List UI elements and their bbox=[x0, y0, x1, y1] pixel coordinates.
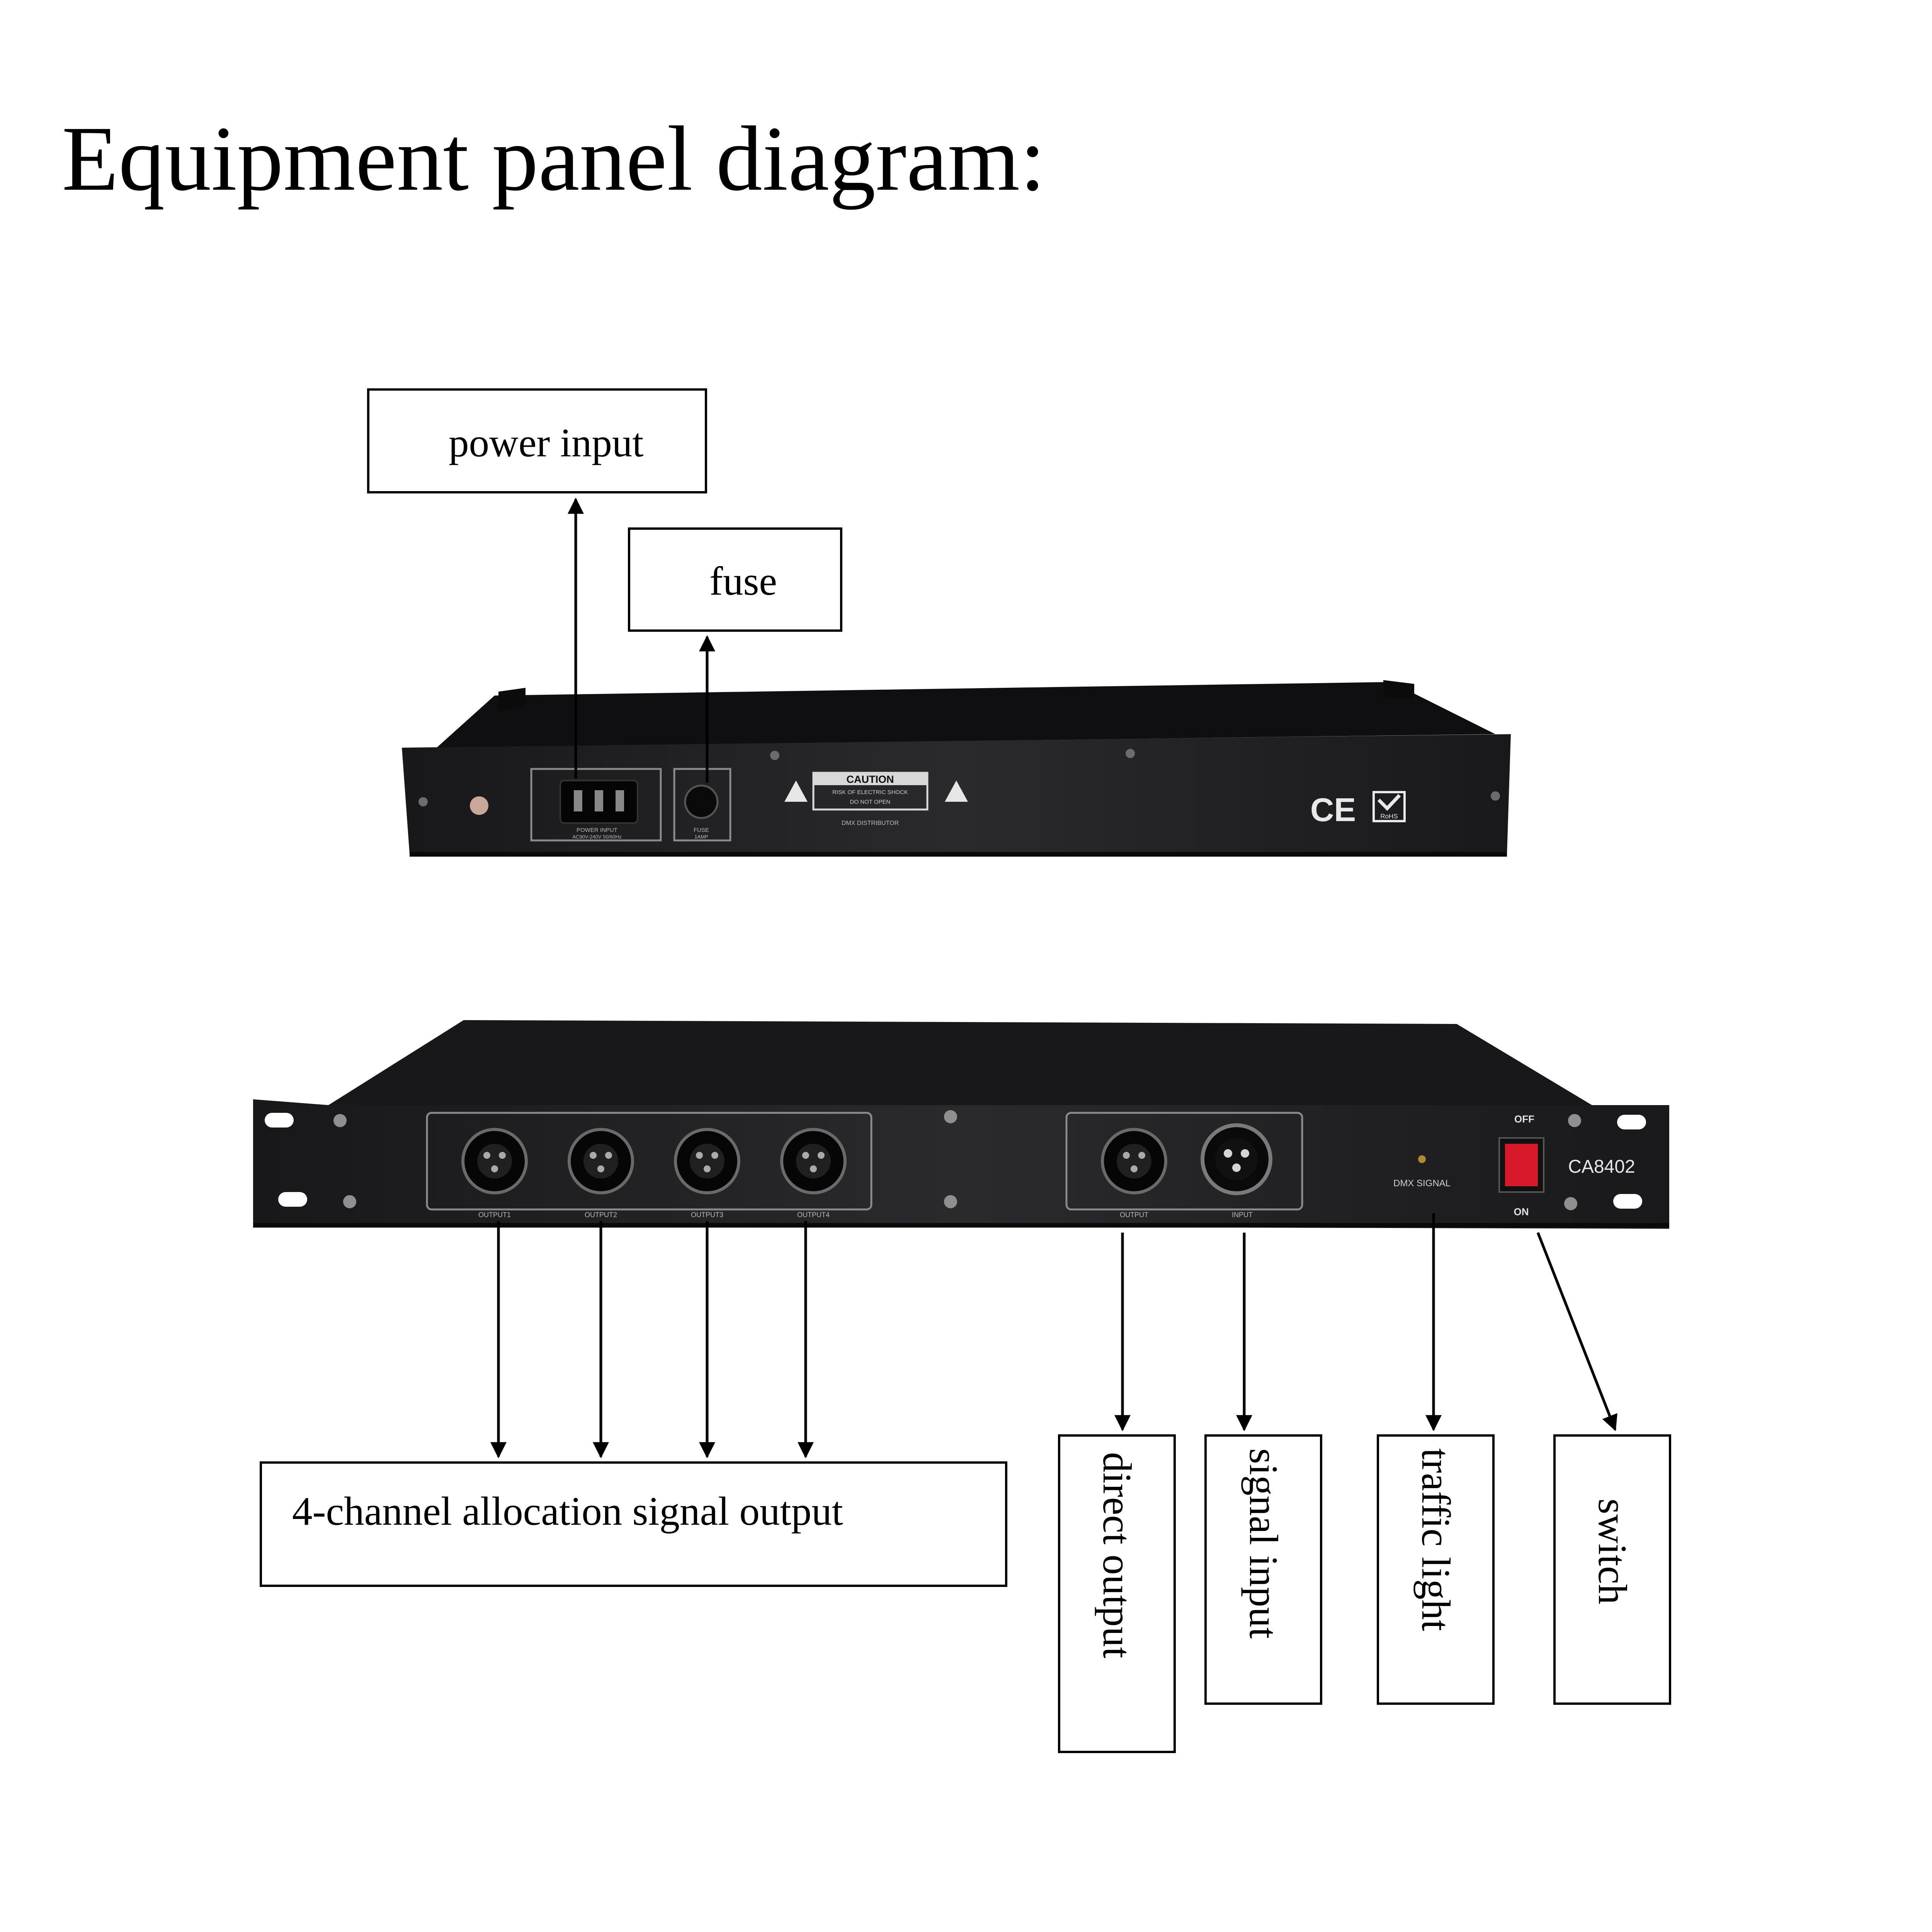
caution-label-header bbox=[813, 773, 927, 785]
xlr-output-4[interactable] bbox=[780, 1128, 847, 1194]
dmx-signal-label: DMX SIGNAL bbox=[1393, 1178, 1451, 1189]
switch-on-label: ON bbox=[1514, 1206, 1529, 1218]
switch-off-label: OFF bbox=[1514, 1113, 1534, 1125]
front-chassis-top bbox=[328, 1020, 1592, 1105]
rear-bottom-edge bbox=[410, 852, 1507, 857]
power-socket-frame bbox=[530, 768, 662, 842]
io-group-frame bbox=[1065, 1112, 1303, 1211]
switch-label-box: switch bbox=[1553, 1434, 1671, 1705]
caution-line-2: DO NOT OPEN bbox=[850, 799, 891, 805]
power-input-label-box: power input bbox=[367, 388, 707, 493]
warning-triangle-icon bbox=[784, 781, 808, 802]
rack-slot-left-bottom bbox=[278, 1192, 307, 1207]
front-screw bbox=[1564, 1197, 1577, 1210]
fuse-holder-icon[interactable] bbox=[684, 784, 719, 819]
rear-ear-left bbox=[498, 688, 526, 711]
rear-screw-1 bbox=[770, 751, 779, 760]
front-screw bbox=[333, 1114, 347, 1127]
xlr-output-1[interactable] bbox=[461, 1128, 528, 1194]
arrow-switch bbox=[1536, 1232, 1617, 1431]
rack-slot-left-top bbox=[265, 1113, 294, 1128]
socket-pin-mid bbox=[595, 790, 603, 811]
front-panel: OUTPUT1 OUTPUT2 OUTPUT3 OUTPUT4 OUTPUT I… bbox=[253, 1020, 1669, 1229]
rear-screw-2 bbox=[1126, 749, 1135, 758]
rack-slot-right-top bbox=[1617, 1115, 1646, 1129]
dmx-signal-led bbox=[1418, 1155, 1426, 1163]
socket-pin-left bbox=[574, 790, 582, 811]
rohs-icon bbox=[1372, 791, 1406, 822]
xlr-signal-input[interactable] bbox=[1201, 1123, 1272, 1195]
front-screw bbox=[343, 1195, 356, 1208]
ce-mark: CE bbox=[1310, 792, 1356, 828]
front-screw bbox=[1568, 1114, 1581, 1127]
xlr-output-3[interactable] bbox=[674, 1128, 740, 1194]
output-4-label: OUTPUT4 bbox=[797, 1211, 830, 1219]
output-1-label: OUTPUT1 bbox=[478, 1211, 511, 1219]
rohs-mark: RoHS bbox=[1380, 813, 1398, 820]
rohs-check-icon bbox=[1377, 794, 1401, 811]
xlr-direct-output[interactable] bbox=[1101, 1128, 1167, 1194]
front-bottom-edge bbox=[253, 1223, 1669, 1228]
signal-input-label: signal input bbox=[1241, 1448, 1286, 1639]
power-input-label: power input bbox=[449, 420, 644, 465]
power-socket-caption-1: POWER INPUT bbox=[577, 827, 617, 833]
direct-output-label-box: direct output bbox=[1058, 1434, 1176, 1753]
rear-screw-4 bbox=[1491, 791, 1500, 801]
direct-output-caption: OUTPUT bbox=[1120, 1211, 1148, 1219]
fuse-label-box: fuse bbox=[628, 527, 842, 632]
fuse-label: fuse bbox=[709, 558, 777, 604]
output-group-frame bbox=[426, 1112, 872, 1211]
caution-title: CAUTION bbox=[847, 774, 894, 785]
front-screw bbox=[944, 1110, 957, 1123]
caution-line-1: RISK OF ELECTRIC SHOCK bbox=[832, 789, 908, 796]
rear-panel: POWER INPUT AC90V-240V 50/60Hz FUSE 1AMP… bbox=[402, 680, 1511, 857]
socket-pin-right bbox=[616, 790, 624, 811]
rear-screw-3 bbox=[418, 797, 428, 806]
output-3-label: OUTPUT3 bbox=[691, 1211, 723, 1219]
warning-triangle-icon bbox=[945, 781, 968, 802]
input-caption: INPUT bbox=[1232, 1211, 1253, 1219]
signal-input-label-box: signal input bbox=[1204, 1434, 1322, 1705]
rear-ear-right bbox=[1383, 680, 1414, 699]
callout-arrows bbox=[490, 497, 1617, 1459]
ground-screw-icon bbox=[470, 796, 488, 815]
fuse-caption-2: 1AMP bbox=[694, 834, 708, 840]
power-switch-icon[interactable] bbox=[1505, 1144, 1538, 1186]
rear-chassis-top bbox=[437, 682, 1495, 748]
xlr-output-2[interactable] bbox=[568, 1128, 634, 1194]
allocation-output-label-box: 4-channel allocation signal output bbox=[260, 1461, 1007, 1587]
direct-output-label: direct output bbox=[1095, 1452, 1140, 1658]
page-title: Equipment panel diagram: bbox=[62, 107, 1046, 210]
fuse-caption-1: FUSE bbox=[694, 827, 709, 833]
fuse-frame bbox=[673, 768, 731, 842]
traffic-light-label: traffic light bbox=[1413, 1448, 1459, 1631]
rack-slot-right-bottom bbox=[1613, 1194, 1642, 1209]
model-label: CA8402 bbox=[1568, 1156, 1635, 1177]
switch-label: switch bbox=[1590, 1498, 1635, 1605]
allocation-output-label: 4-channel allocation signal output bbox=[292, 1488, 843, 1534]
power-socket-caption-2: AC90V-240V 50/60Hz bbox=[572, 834, 621, 840]
traffic-light-label-box: traffic light bbox=[1377, 1434, 1495, 1705]
output-2-label: OUTPUT2 bbox=[585, 1211, 617, 1219]
device-name: DMX DISTRIBUTOR bbox=[842, 820, 899, 827]
front-screw bbox=[944, 1195, 957, 1208]
